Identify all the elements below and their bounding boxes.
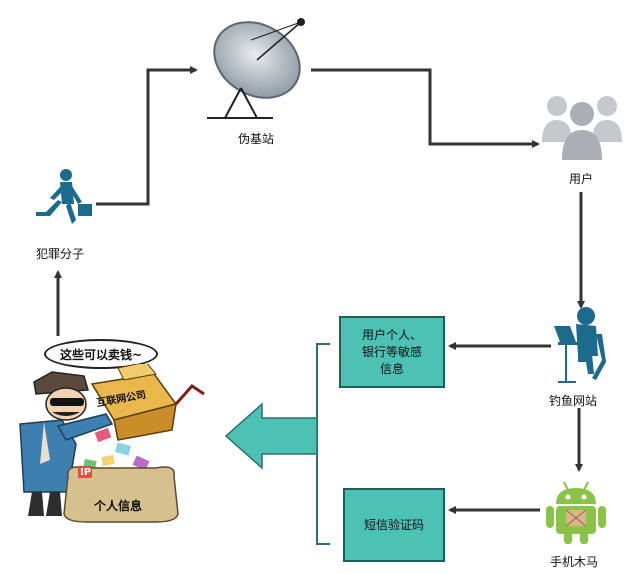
sack-label: 个人信息 (94, 499, 143, 513)
sms-code-box: 短信验证码 (343, 488, 445, 562)
sensitive-info-line3: 信息 (379, 361, 404, 376)
users-label: 用户 (569, 172, 594, 186)
big-left-arrow (224, 402, 318, 470)
users-group-icon (542, 96, 622, 160)
sms-code-text: 短信验证码 (363, 517, 424, 532)
sensitive-info-line2: 银行等敏感 (361, 344, 422, 359)
sensitive-info-line1: 用户个人、 (361, 327, 422, 342)
arrow-criminal-to-base-station (96, 66, 198, 206)
sensitive-info-box: 用户个人、 银行等敏感 信息 (339, 316, 445, 388)
speech-bubble-text: 这些可以卖钱~ (59, 347, 143, 362)
arrow-base-station-to-users (311, 68, 540, 148)
bracket (316, 343, 330, 545)
criminal-running-icon (36, 169, 92, 224)
android-trojan-icon (546, 481, 606, 544)
phishing-user-laptop-icon (554, 307, 606, 383)
criminal-label: 犯罪分子 (36, 247, 85, 261)
fake-base-station-label: 伪基站 (238, 132, 275, 146)
satellite-dish-icon (207, 18, 305, 119)
hat-icon (33, 371, 89, 395)
ip-tag: IP (80, 467, 92, 478)
data-thief-illustration (19, 364, 205, 523)
mobile-trojan-label: 手机木马 (550, 555, 599, 569)
phishing-site-label: 钓鱼网站 (549, 394, 598, 408)
